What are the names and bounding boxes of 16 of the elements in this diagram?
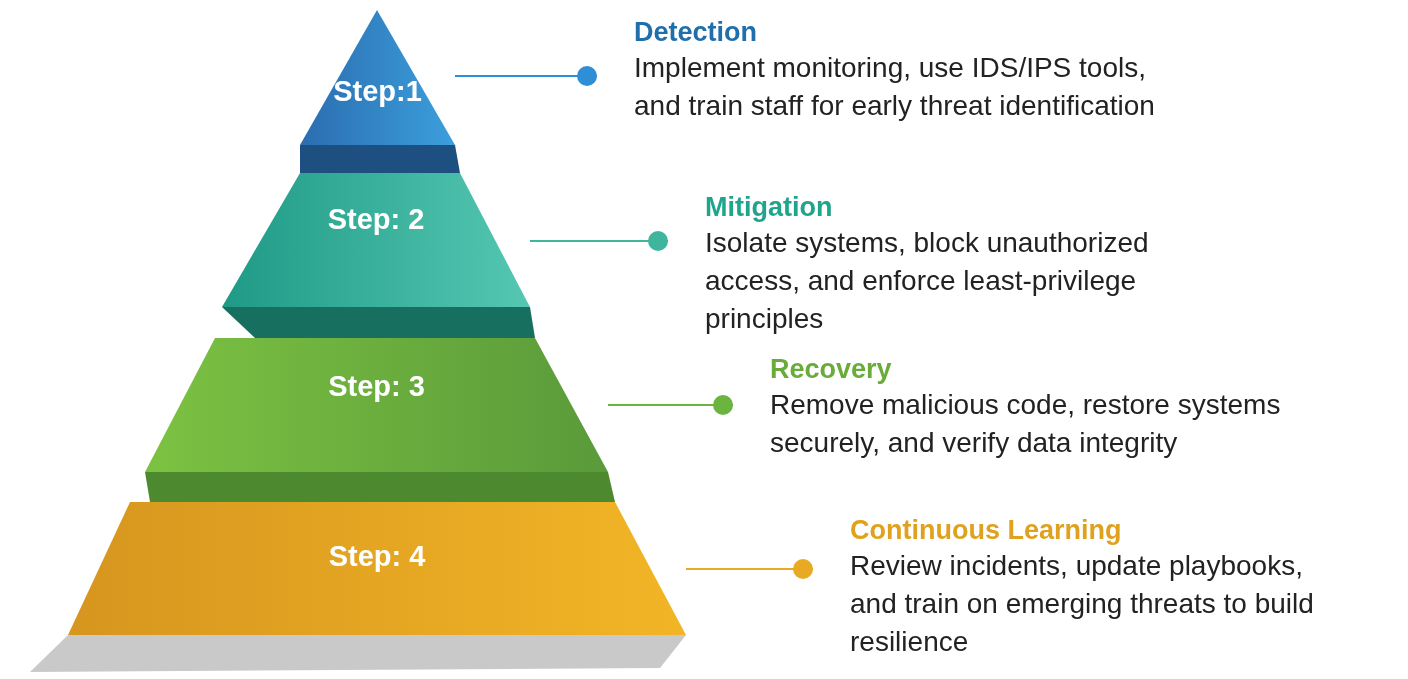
step-description: Implement monitoring, use IDS/IPS tools, and train staff for early threat identification xyxy=(634,51,1156,123)
step-description: Review incidents, update playbooks, and train on emerging threats to build resilience xyxy=(850,549,1315,659)
step-heading: Continuous Learning xyxy=(850,514,1123,547)
step-label: Step: 3 xyxy=(327,370,426,403)
leader-line xyxy=(454,66,598,86)
step-label: Step: 2 xyxy=(326,203,426,236)
step-heading: Recovery xyxy=(770,353,893,386)
step-heading: Detection xyxy=(634,16,759,49)
step-label: Step:1 xyxy=(332,75,423,108)
step-label: Step: 4 xyxy=(327,540,427,573)
step-description: Remove malicious code, restore systems securely, and verify data integrity xyxy=(770,388,1282,460)
step-heading: Mitigation xyxy=(705,191,834,224)
leader-line xyxy=(529,231,669,251)
leader-line xyxy=(607,395,734,415)
leader-line xyxy=(685,559,814,579)
step-description: Isolate systems, block unauthorized access, and enforce least-privilege principles xyxy=(705,226,1150,336)
